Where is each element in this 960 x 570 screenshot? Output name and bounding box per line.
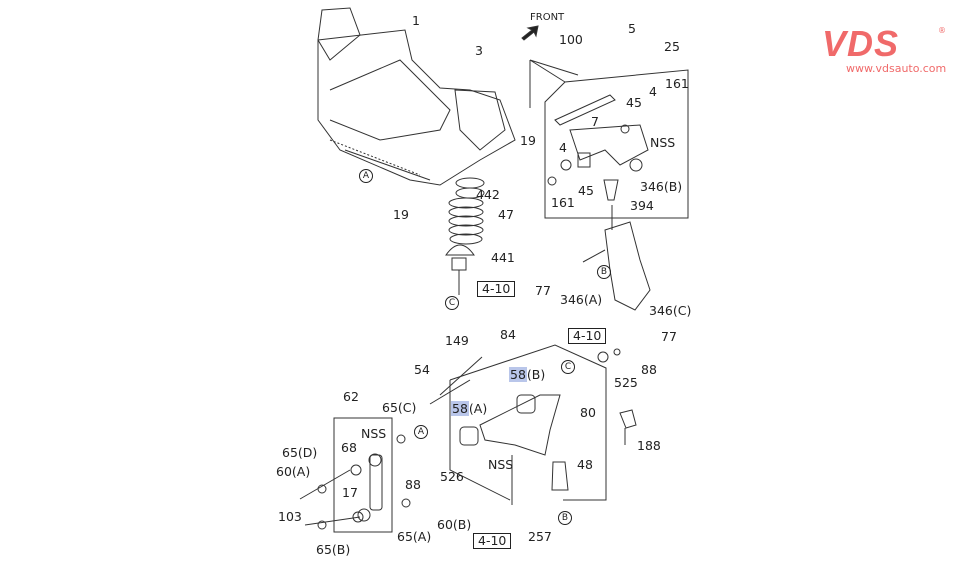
callout-84: 84 (500, 327, 516, 342)
coil-spring-drawing (445, 177, 485, 295)
highlighted-part-number: 58 (451, 401, 469, 416)
shock-absorber-drawing (299, 434, 411, 530)
callout-88: 88 (641, 362, 657, 377)
callout-257: 257 (528, 529, 552, 544)
callout-188: 188 (637, 438, 661, 453)
logo-url: www.vdsauto.com (846, 62, 947, 75)
callout-19: 19 (520, 133, 536, 148)
logo-registered: ® (938, 26, 946, 35)
callout-346a: 346(A) (560, 292, 603, 307)
marker-c: C (561, 360, 575, 374)
callout-65b: 65(B) (316, 542, 351, 557)
callout-149: 149 (445, 333, 469, 348)
callout-7: 7 (591, 114, 599, 129)
callout-4b: 4 (559, 140, 567, 155)
variant: (B) (526, 367, 546, 382)
marker-a: A (359, 169, 373, 183)
callout-161: 161 (665, 76, 689, 91)
upper-arm-drawing (547, 94, 649, 201)
callout-58b[interactable]: 58(B) (509, 367, 546, 382)
callout-5: 5 (628, 21, 636, 36)
reference-4-10[interactable]: 4-10 (473, 533, 512, 549)
callout-nss-shock: NSS (361, 426, 387, 441)
callout-68: 68 (341, 440, 357, 455)
callout-442: 442 (476, 187, 500, 202)
highlighted-part-number: 58 (509, 367, 527, 382)
callout-1: 1 (412, 13, 420, 28)
callout-80: 80 (580, 405, 596, 420)
callout-65d: 65(D) (282, 445, 318, 460)
shock-absorber-box (333, 417, 393, 533)
callout-346b: 346(B) (640, 179, 683, 194)
callout-25: 25 (664, 39, 680, 54)
callout-48: 48 (577, 457, 593, 472)
callout-58a[interactable]: 58(A) (451, 401, 488, 416)
callout-nss-upper: NSS (650, 135, 676, 150)
callout-65c: 65(C) (382, 400, 417, 415)
reference-4-10[interactable]: 4-10 (568, 328, 607, 344)
callout-441: 441 (491, 250, 515, 265)
callout-65a: 65(A) (397, 529, 432, 544)
callout-100: 100 (559, 32, 583, 47)
lower-arm-drawing (429, 348, 637, 505)
reference-4-10[interactable]: 4-10 (477, 281, 516, 297)
lower-arm-group-box (449, 344, 607, 501)
callout-60b: 60(B) (437, 517, 472, 532)
callout-3: 3 (475, 43, 483, 58)
logo-brand: VDS (822, 23, 900, 64)
callout-19b: 19 (393, 207, 409, 222)
callout-17: 17 (342, 485, 358, 500)
marker-a: A (414, 425, 428, 439)
steering-knuckle-drawing (582, 205, 651, 311)
callout-54: 54 (414, 362, 430, 377)
vds-logo: VDS ® www.vdsauto.com (822, 23, 947, 76)
callout-77: 77 (535, 283, 551, 298)
variant: (A) (468, 401, 488, 416)
callout-45b: 45 (578, 183, 594, 198)
callout-47: 47 (498, 207, 514, 222)
marker-c: C (445, 296, 459, 310)
callout-525: 525 (614, 375, 638, 390)
callout-161b: 161 (551, 195, 575, 210)
callout-62: 62 (343, 389, 359, 404)
callout-103: 103 (278, 509, 302, 524)
callout-526: 526 (440, 469, 464, 484)
callout-60a: 60(A) (276, 464, 311, 479)
callout-346c: 346(C) (649, 303, 692, 318)
callout-45: 45 (626, 95, 642, 110)
callout-394: 394 (630, 198, 654, 213)
callout-77b: 77 (661, 329, 677, 344)
front-label: FRONT (530, 12, 565, 23)
callout-4: 4 (649, 84, 657, 99)
crossmember-drawing (317, 7, 516, 186)
marker-b: B (558, 511, 572, 525)
marker-b: B (597, 265, 611, 279)
callout-nss-lower: NSS (488, 457, 514, 472)
upper-arm-group-box (544, 69, 689, 219)
callout-88b: 88 (405, 477, 421, 492)
arrow-front-icon (521, 25, 539, 41)
